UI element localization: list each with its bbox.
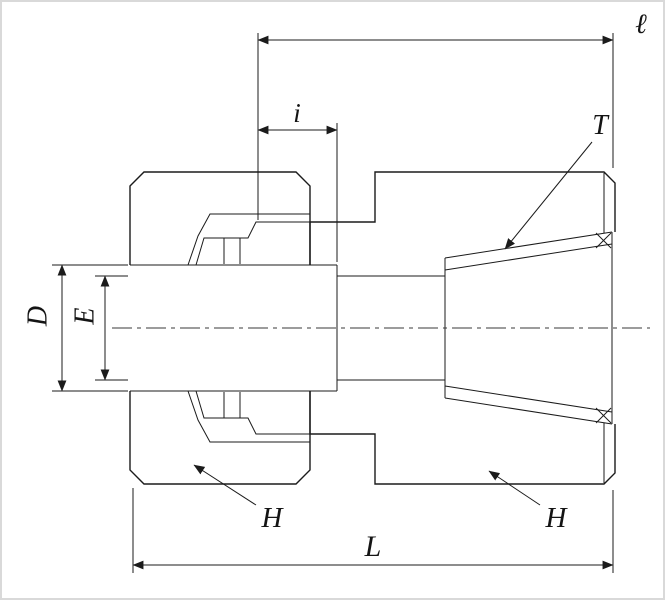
- leader-T-line: [504, 141, 593, 250]
- dimensions: ℓ i T D E H H L: [22, 9, 647, 573]
- dim-label-T: T: [592, 110, 610, 141]
- thread-minor-line: [444, 243, 613, 271]
- dim-label-ell: ℓ: [635, 9, 647, 40]
- thread-chamfer-mark: [595, 407, 612, 424]
- fitting-geometry: [112, 171, 650, 485]
- thread-major-line: [444, 397, 613, 425]
- dim-label-E: E: [69, 307, 100, 325]
- dim-label-D: D: [22, 306, 53, 327]
- thread-major-line: [444, 231, 613, 259]
- leader-H-body-line: [488, 470, 541, 506]
- leader-H-nut-line: [193, 464, 257, 506]
- nut-section: [129, 171, 311, 485]
- dim-label-H-nut: H: [261, 502, 285, 534]
- dim-label-i: i: [293, 98, 301, 128]
- dim-label-H-body: H: [545, 502, 569, 534]
- thread-chamfer-mark: [595, 232, 612, 249]
- body-section: [309, 171, 616, 485]
- dim-label-L: L: [364, 530, 382, 563]
- thread-minor-line: [444, 385, 613, 413]
